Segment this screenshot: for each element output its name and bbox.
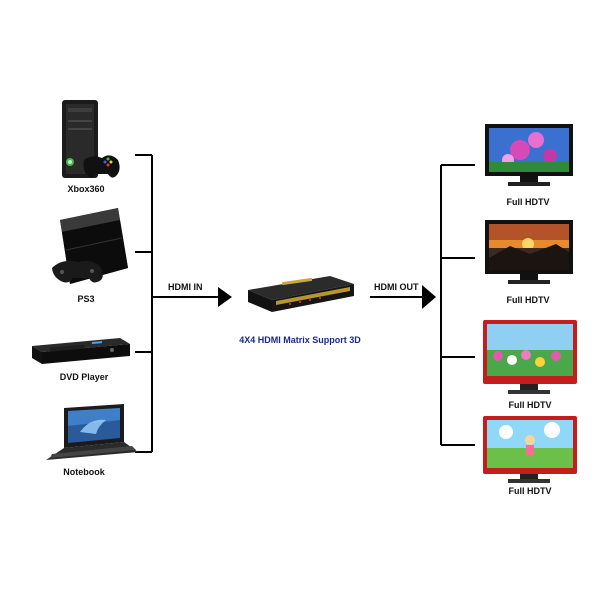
source-label-notebook: Notebook bbox=[63, 467, 105, 477]
output-label: HDMI OUT bbox=[374, 282, 419, 292]
input-connector-lines bbox=[135, 154, 220, 453]
dvd-player-icon bbox=[32, 338, 130, 364]
input-label: HDMI IN bbox=[168, 282, 203, 292]
output-label-tv-2: Full HDTV bbox=[506, 295, 550, 305]
tv-sunset-icon bbox=[485, 220, 573, 284]
source-label-ps3: PS3 bbox=[77, 294, 95, 304]
output-label-tv-1: Full HDTV bbox=[506, 197, 550, 207]
source-label-dvd-player: DVD Player bbox=[59, 372, 109, 382]
hdmi-matrix-switch-icon bbox=[248, 276, 354, 312]
xbox360-console-icon bbox=[62, 100, 120, 178]
device-label: 4X4 HDMI Matrix Support 3D bbox=[239, 335, 361, 345]
output-connector-lines bbox=[370, 164, 475, 446]
output-label-tv-3: Full HDTV bbox=[508, 400, 552, 410]
notebook-laptop-icon bbox=[46, 404, 138, 460]
ps3-console-icon bbox=[52, 208, 128, 284]
output-arrow-head bbox=[422, 285, 436, 309]
output-label-tv-4: Full HDTV bbox=[508, 486, 552, 496]
input-arrow-head bbox=[218, 287, 232, 307]
source-label-xbox360: Xbox360 bbox=[67, 184, 105, 194]
tv-cartoon-icon bbox=[483, 416, 577, 483]
tv-flower-icon bbox=[485, 124, 573, 186]
tv-garden-icon bbox=[483, 320, 577, 394]
